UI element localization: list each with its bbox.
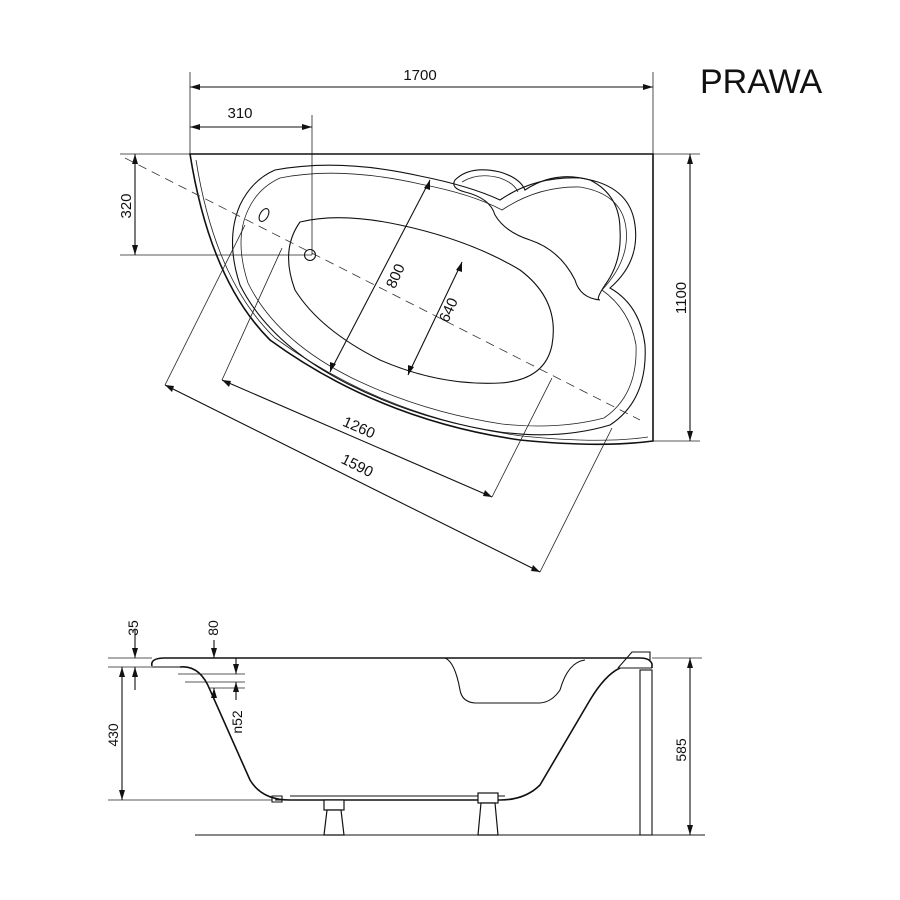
dim-overflow-offset-label: 80	[205, 620, 221, 636]
dim-bottom-length-label: 1260	[340, 413, 377, 442]
dim-drain-offset: 310	[190, 105, 312, 130]
dim-total-length-label: 1700	[403, 67, 436, 84]
side-panel	[639, 669, 653, 836]
dim-inner-width: 800	[329, 179, 431, 373]
dim-inner-width-label: 800	[383, 261, 409, 291]
dim-total-width: 1100	[653, 153, 700, 442]
dim-bottom-width: 640	[407, 261, 463, 376]
dim-rim-thickness: 35	[108, 620, 152, 690]
leg-right	[477, 792, 499, 836]
top-view: 1700 310 320 1100	[118, 67, 700, 573]
dim-inner-length: 1590	[164, 384, 541, 573]
dim-inner-depth: 430	[105, 667, 272, 801]
side-rim	[150, 657, 653, 668]
dim-overflow-size-label: n52	[229, 710, 245, 734]
tub-outer-rim	[189, 153, 654, 446]
dim-total-length: 1700	[190, 67, 653, 90]
dim-overflow-offset: 80	[205, 620, 239, 674]
dim-total-height-label: 585	[673, 738, 689, 762]
tub-inner-rim	[231, 164, 646, 436]
dim-drain-depth-label: 320	[118, 193, 135, 218]
dim-bottom-length: 1260	[221, 379, 493, 498]
dim-inner-length-label: 1590	[338, 451, 375, 481]
dim-overflow-size: n52	[211, 682, 245, 734]
dim-bottom-width-label: 640	[436, 295, 462, 325]
variant-title: PRAWA	[700, 63, 822, 101]
dim-total-height: 585	[652, 657, 702, 836]
headrest	[453, 169, 621, 301]
dim-total-width-label: 1100	[673, 282, 690, 314]
leg-left	[323, 799, 345, 836]
dim-inner-depth-label: 430	[105, 723, 121, 747]
tub-profile	[179, 666, 621, 801]
side-view: 35 80 n52 430	[105, 620, 705, 836]
overflow-icon	[258, 208, 270, 222]
tub-floor	[288, 217, 554, 384]
dim-rim-thickness-label: 35	[125, 620, 141, 636]
tub-axis	[124, 157, 641, 421]
dim-drain-offset-label: 310	[227, 105, 252, 122]
